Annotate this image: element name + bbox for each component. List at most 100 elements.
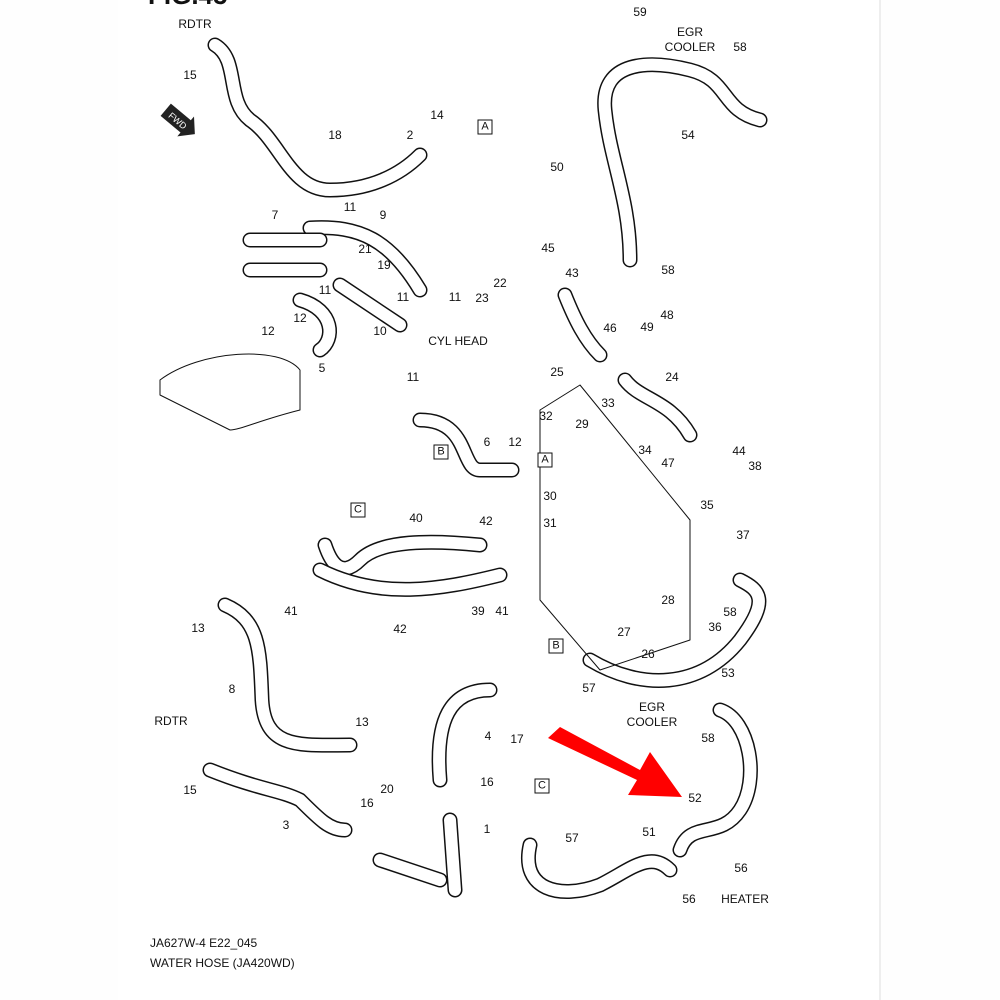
hose-51 xyxy=(522,839,676,898)
callout-number: 49 xyxy=(640,320,654,334)
footer-caption: WATER HOSE (JA420WD) xyxy=(150,956,295,970)
callout-number: 36 xyxy=(708,620,722,634)
hose-40 xyxy=(319,536,486,575)
callout-number: 1 xyxy=(483,822,491,836)
callout-number: 43 xyxy=(565,266,579,280)
callout-number: 58 xyxy=(701,731,715,745)
callout-number: 50 xyxy=(550,160,564,174)
direction-cyl-head: CYL HEAD xyxy=(428,334,488,348)
callout-number: 4 xyxy=(484,729,492,743)
direction-heater: HEATER xyxy=(721,892,769,906)
direction-egr-cooler-bottom: EGR COOLER xyxy=(626,700,678,729)
callout-number: 45 xyxy=(541,241,555,255)
callout-number: 15 xyxy=(183,68,197,82)
callout-number: 42 xyxy=(479,514,493,528)
callout-number: 46 xyxy=(603,321,617,335)
callout-number: 34 xyxy=(638,443,652,457)
reference-box: C xyxy=(350,502,366,518)
callout-number: 58 xyxy=(661,263,675,277)
callout-number: 14 xyxy=(430,108,444,122)
hose-39 xyxy=(314,564,506,596)
callout-number: 24 xyxy=(665,370,679,384)
callout-number: 17 xyxy=(510,732,524,746)
callout-number: 58 xyxy=(723,605,737,619)
hose-53 xyxy=(584,574,765,687)
hose-1 xyxy=(374,814,461,896)
direction-egr-cooler-top: EGR COOLER xyxy=(664,25,716,54)
callout-number: 3 xyxy=(282,818,290,832)
hose-7-pipe xyxy=(244,234,326,276)
callout-number: 25 xyxy=(550,365,564,379)
callout-number: 13 xyxy=(355,715,369,729)
hose-2 xyxy=(209,39,426,196)
hose-52 xyxy=(674,704,757,856)
callout-number: 39 xyxy=(471,604,485,618)
callout-number: 8 xyxy=(228,682,236,696)
callout-number: 56 xyxy=(734,861,748,875)
hose-8 xyxy=(219,599,356,752)
footer-code: JA627W-4 E22_045 xyxy=(150,936,258,950)
callout-number: 29 xyxy=(575,417,589,431)
callout-number: 27 xyxy=(617,625,631,639)
callout-number: 54 xyxy=(681,128,695,142)
callout-number: 5 xyxy=(318,361,326,375)
callout-number: 33 xyxy=(601,396,615,410)
callout-number: 12 xyxy=(293,311,307,325)
callout-number: 42 xyxy=(393,622,407,636)
callout-number: 47 xyxy=(661,456,675,470)
hose-54 xyxy=(598,58,766,266)
callout-number: 6 xyxy=(483,435,491,449)
hose-6 xyxy=(414,414,518,476)
callout-number: 22 xyxy=(493,276,507,290)
callout-number: 41 xyxy=(495,604,509,618)
callout-number: 7 xyxy=(271,208,279,222)
callout-number: 15 xyxy=(183,783,197,797)
callout-number: 48 xyxy=(660,308,674,322)
callout-number: 23 xyxy=(475,291,489,305)
callout-number: 37 xyxy=(736,528,750,542)
hose-43 xyxy=(559,289,606,361)
direction-rdtr-bottom: RDTR xyxy=(154,714,188,728)
callout-number: 11 xyxy=(343,200,357,214)
hose-24 xyxy=(619,374,696,441)
callout-number: 57 xyxy=(565,831,579,845)
callout-number: 12 xyxy=(508,435,522,449)
callout-number: 52 xyxy=(688,791,702,805)
callout-number: 31 xyxy=(543,516,557,530)
callout-number: 59 xyxy=(633,5,647,19)
callout-number: 35 xyxy=(700,498,714,512)
direction-rdtr-top: RDTR xyxy=(178,17,212,31)
fwd-arrow-icon: FWD xyxy=(160,103,195,137)
callout-number: 51 xyxy=(642,825,656,839)
hose-3 xyxy=(204,764,351,836)
callout-number: 53 xyxy=(721,666,735,680)
callout-number: 32 xyxy=(539,409,553,423)
reservoir-tank xyxy=(159,353,301,431)
callout-number: 16 xyxy=(480,775,494,789)
callout-number: 12 xyxy=(261,324,275,338)
highlight-arrow xyxy=(548,727,682,797)
callout-number: 11 xyxy=(318,283,332,297)
hose-4 xyxy=(433,684,496,786)
reference-box: B xyxy=(433,444,449,460)
callout-number: 38 xyxy=(748,459,762,473)
callout-number: 30 xyxy=(543,489,557,503)
callout-number: 10 xyxy=(373,324,387,338)
callout-number: 21 xyxy=(358,242,372,256)
hose-10 xyxy=(334,279,406,331)
callout-number: 58 xyxy=(733,40,747,54)
callout-number: 19 xyxy=(377,258,391,272)
callout-number: 40 xyxy=(409,511,423,525)
diagram-sheet xyxy=(118,0,880,1000)
thermostat-housing-outline xyxy=(539,384,691,671)
hose-9 xyxy=(304,221,426,296)
callout-number: 41 xyxy=(284,604,298,618)
figure-title: FIG.45 xyxy=(148,0,227,10)
callout-number: 18 xyxy=(328,128,342,142)
reference-box: A xyxy=(477,119,493,135)
callout-number: 11 xyxy=(396,290,410,304)
callout-number: 2 xyxy=(406,128,414,142)
callout-number: 9 xyxy=(379,208,387,222)
